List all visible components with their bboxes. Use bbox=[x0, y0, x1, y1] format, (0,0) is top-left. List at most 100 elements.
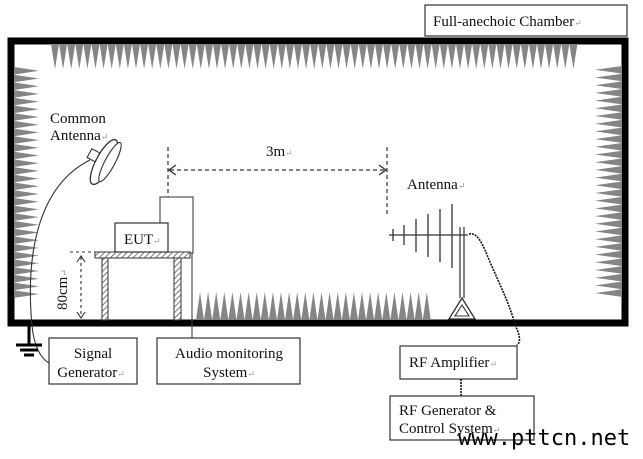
absorber-cone bbox=[553, 44, 562, 69]
absorber-cone bbox=[14, 259, 39, 268]
common-antenna-label-line2: Antenna↵ bbox=[50, 128, 108, 144]
absorber-cone bbox=[595, 250, 622, 259]
absorber-cone bbox=[422, 292, 431, 320]
absorber-cone bbox=[439, 44, 448, 69]
absorber-cone bbox=[595, 204, 622, 213]
absorber-cone bbox=[14, 90, 39, 98]
absorber-cone bbox=[220, 292, 229, 320]
absorber-cone bbox=[14, 205, 39, 214]
absorber-cone bbox=[14, 67, 39, 75]
absorber-cone bbox=[595, 104, 622, 113]
absorber-cone bbox=[59, 44, 68, 69]
common-antenna-label-line1: Common bbox=[50, 111, 106, 127]
absorber-cone bbox=[595, 196, 622, 205]
absorber-cone bbox=[528, 44, 537, 69]
absorber-cone bbox=[277, 292, 285, 320]
absorber-cone bbox=[245, 44, 254, 69]
absorber-cone bbox=[14, 159, 39, 167]
absorber-cone bbox=[366, 292, 375, 320]
absorber-cone bbox=[431, 44, 440, 69]
absorber-cone bbox=[14, 97, 39, 106]
absorber-cone bbox=[561, 44, 570, 69]
absorber-cone bbox=[595, 166, 622, 174]
absorber-cone bbox=[83, 44, 92, 69]
absorber-cone bbox=[595, 212, 622, 220]
height-label: 80cm↵ bbox=[55, 269, 71, 310]
absorber-cone bbox=[504, 44, 513, 69]
absorber-cone bbox=[545, 44, 554, 69]
log-periodic-antenna-icon bbox=[389, 204, 477, 320]
absorber-cone bbox=[236, 292, 245, 320]
absorber-cone bbox=[156, 44, 165, 69]
absorbers-ceiling bbox=[51, 44, 578, 69]
absorber-cone bbox=[480, 44, 489, 69]
absorber-cone bbox=[164, 44, 173, 69]
absorber-cone bbox=[326, 44, 335, 69]
absorber-cone bbox=[14, 244, 39, 252]
absorber-cone bbox=[390, 292, 399, 320]
absorber-cone bbox=[366, 44, 375, 69]
absorber-cone bbox=[406, 292, 415, 320]
absorber-cone bbox=[67, 44, 76, 69]
absorber-cone bbox=[595, 158, 622, 166]
absorber-cone bbox=[595, 66, 622, 74]
eut-box bbox=[114, 222, 169, 253]
test-table bbox=[94, 251, 191, 321]
absorber-cone bbox=[318, 44, 327, 69]
arrow-down-icon bbox=[76, 311, 86, 319]
absorber-cone bbox=[595, 81, 622, 89]
absorber-cone bbox=[342, 44, 351, 69]
absorber-cone bbox=[253, 44, 262, 69]
signal-generator-box bbox=[48, 337, 138, 385]
absorber-cone bbox=[341, 292, 350, 320]
absorber-cone bbox=[520, 44, 529, 69]
absorber-cone bbox=[414, 292, 423, 320]
table-top bbox=[94, 251, 191, 259]
dish-antenna-icon bbox=[86, 138, 122, 186]
absorber-cone bbox=[595, 112, 622, 120]
height-indicator: 80cm↵ bbox=[55, 251, 95, 319]
signal-generator: Signal Generator↵ bbox=[48, 337, 138, 385]
absorber-cone bbox=[14, 105, 39, 114]
absorber-cone bbox=[333, 292, 342, 320]
absorber-cone bbox=[447, 44, 456, 69]
absorber-cone bbox=[244, 292, 253, 320]
signal-generator-label-line2: Generator↵ bbox=[57, 365, 125, 381]
absorber-cone bbox=[228, 292, 237, 320]
absorber-cone bbox=[294, 44, 302, 69]
absorber-cone bbox=[595, 273, 622, 282]
absorber-cone bbox=[325, 292, 334, 320]
signal-generator-label-line1: Signal bbox=[74, 346, 112, 362]
absorber-cone bbox=[132, 44, 140, 69]
common-antenna: Common Antenna↵ bbox=[29, 111, 122, 364]
absorber-cone bbox=[285, 44, 294, 69]
absorber-cone bbox=[269, 44, 278, 69]
absorber-cone bbox=[221, 44, 230, 69]
absorber-cone bbox=[180, 44, 189, 69]
absorber-cone bbox=[595, 173, 622, 182]
absorber-cone bbox=[123, 44, 132, 69]
table-leg-left bbox=[101, 257, 109, 321]
absorber-cone bbox=[595, 235, 622, 243]
audio-monitoring-label-line1: Audio monitoring bbox=[175, 346, 283, 362]
absorber-cone bbox=[415, 44, 424, 69]
absorber-cone bbox=[488, 44, 497, 69]
absorber-cone bbox=[204, 44, 213, 69]
absorber-cone bbox=[595, 89, 622, 97]
eut: EUT↵ bbox=[114, 222, 169, 253]
audio-monitoring-label-line2: System↵ bbox=[203, 365, 255, 381]
chamber-title-box: Full-anechoic Chamber↵ bbox=[424, 4, 628, 37]
absorber-cone bbox=[595, 143, 622, 151]
absorber-cone bbox=[14, 197, 39, 206]
absorber-cone bbox=[472, 44, 481, 69]
absorber-cone bbox=[14, 213, 39, 221]
absorber-cone bbox=[14, 236, 39, 244]
absorber-cone bbox=[595, 281, 622, 290]
distance-label: 3m↵ bbox=[266, 144, 293, 160]
absorber-cone bbox=[310, 44, 319, 69]
absorber-cone bbox=[14, 282, 39, 291]
absorber-cone bbox=[423, 44, 432, 69]
absorber-cone bbox=[595, 127, 622, 136]
arrow-right-icon bbox=[378, 164, 388, 176]
